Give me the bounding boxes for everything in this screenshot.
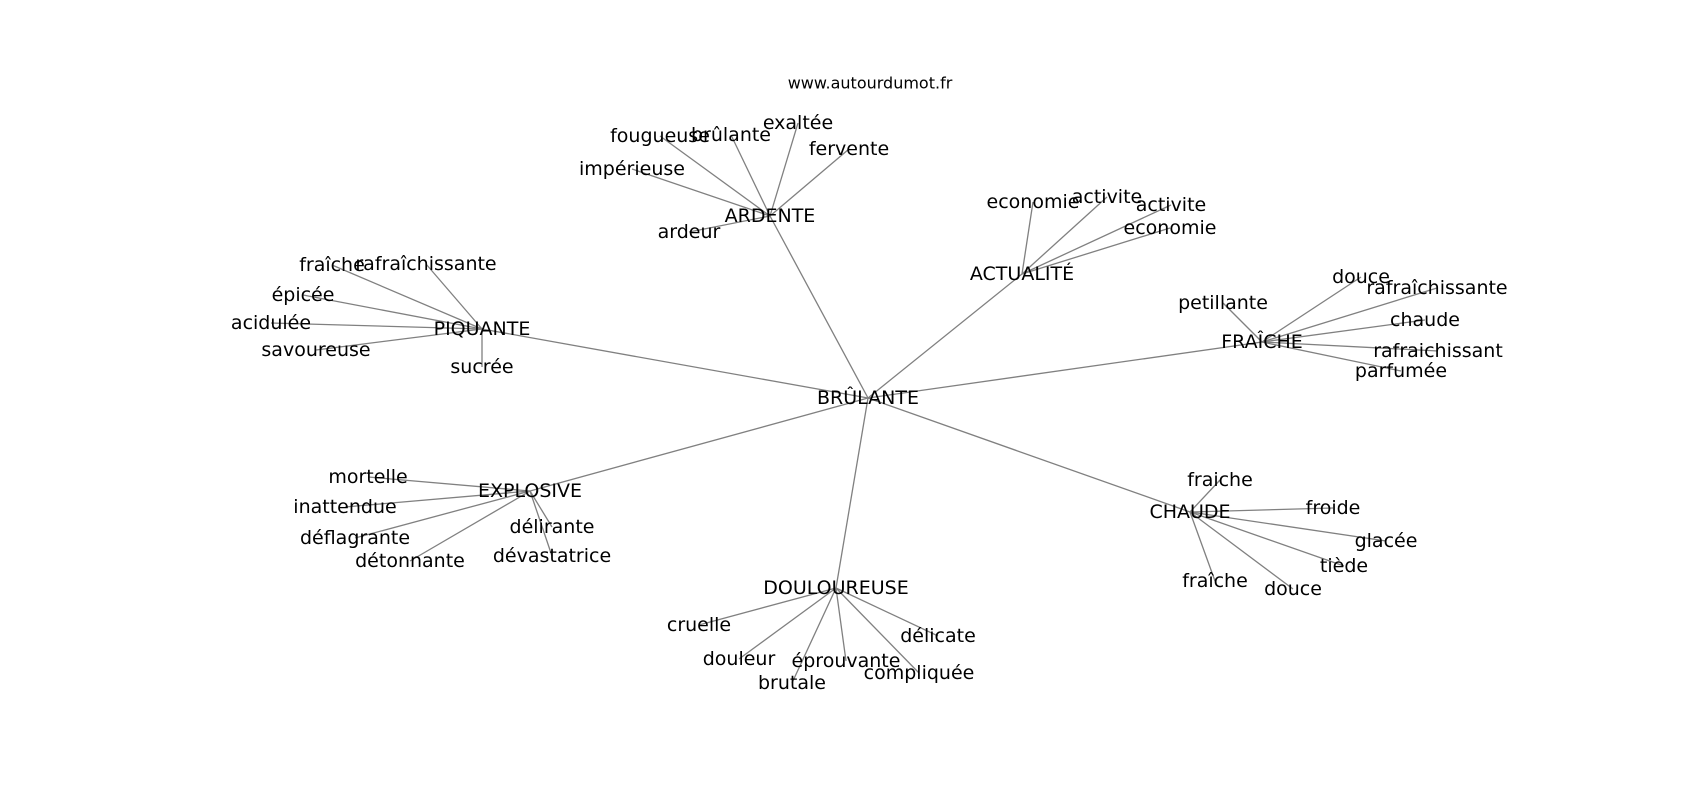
edge-hub-leaf (698, 587, 837, 626)
edge-hub-leaf (730, 134, 771, 217)
edge-root-hub (867, 273, 1023, 399)
leaf-word: fraiche (1187, 469, 1253, 491)
edge-hub-leaf (738, 587, 837, 660)
edge-hub-leaf (1261, 341, 1439, 352)
edge-hub-leaf (791, 587, 837, 684)
edge-hub-leaf (1021, 204, 1172, 275)
leaf-word: épicée (272, 284, 335, 306)
leaf-word: mortelle (328, 466, 407, 488)
edge-root-hub (769, 215, 869, 399)
hub-label: FRAÎCHE (1221, 330, 1303, 353)
edge-hub-leaf (1189, 511, 1345, 567)
leaf-word: savoureuse (261, 339, 370, 361)
leaf-word: economie (987, 191, 1080, 213)
edge-hub-leaf (529, 490, 553, 557)
leaf-word: compliquée (864, 662, 975, 684)
leaf-word: chaude (1390, 309, 1460, 331)
leaf-word: douce (1264, 578, 1322, 600)
edge-hub-leaf (1189, 511, 1216, 582)
hub-label: ARDENTE (725, 205, 816, 227)
edge-hub-leaf (367, 476, 531, 492)
leaf-word: fraîche (1182, 570, 1248, 592)
edge-root-hub (835, 397, 869, 589)
edge-hub-leaf (1189, 507, 1334, 513)
leaf-word: cruelle (667, 614, 731, 636)
hub-label: EXPLOSIVE (478, 480, 582, 502)
edge-hub-leaf (769, 148, 850, 217)
edge-hub-leaf (302, 294, 483, 330)
leaf-word: froide (1306, 497, 1361, 519)
edge-root-hub (867, 397, 1191, 513)
leaf-word: douleur (703, 648, 776, 670)
edge-hub-leaf (1261, 319, 1426, 343)
edge-root-hub (529, 397, 869, 492)
leaf-word: fervente (809, 138, 889, 160)
leaf-word: glacée (1355, 530, 1418, 552)
leaf-word: exaltée (763, 112, 833, 134)
leaf-word: activite (1072, 186, 1142, 208)
edge-hub-leaf (1189, 511, 1387, 542)
leaf-word: acidulée (231, 312, 311, 334)
leaf-word: inattendue (293, 496, 396, 518)
leaf-word: economie (1124, 217, 1217, 239)
leaf-word: petillante (1178, 292, 1268, 314)
leaf-word: brutale (758, 672, 826, 694)
leaf-word: rafraichissant (1373, 340, 1503, 362)
leaf-word: rafraîchissante (355, 253, 496, 275)
edge-root-hub (867, 341, 1263, 399)
edge-hub-leaf (409, 490, 531, 562)
leaf-word: tiède (1320, 555, 1368, 577)
hub-label: CHAUDE (1149, 501, 1230, 523)
leaf-word: fraîche (299, 254, 365, 276)
root-word: BRÛLANTE (817, 385, 919, 409)
edge-hub-leaf (631, 168, 771, 217)
edge-hub-leaf (1189, 511, 1294, 590)
edge-hub-leaf (529, 490, 553, 528)
hub-label: ACTUALITÉ (970, 262, 1074, 285)
edge-hub-leaf (769, 122, 799, 217)
edge-hub-leaf (1261, 341, 1402, 372)
leaf-word: dévastatrice (493, 545, 611, 567)
edge-hub-leaf (1021, 201, 1034, 275)
leaf-word: rafraîchissante (1366, 277, 1507, 299)
leaf-word: impérieuse (579, 158, 685, 180)
edge-hub-leaf (331, 264, 483, 330)
hub-label: PIQUANTE (434, 318, 531, 340)
edge-root-hub (481, 328, 869, 399)
leaf-word: éprouvante (792, 650, 901, 672)
leaf-word: parfumée (1355, 360, 1447, 382)
edge-hub-leaf (1021, 196, 1108, 275)
edge-hub-leaf (270, 322, 483, 330)
leaf-word: délicate (900, 625, 976, 647)
graph-edges (270, 122, 1439, 684)
leaf-word: délirante (510, 516, 595, 538)
edge-hub-leaf (835, 587, 939, 637)
edge-hub-leaf (354, 490, 531, 539)
edge-hub-leaf (835, 587, 920, 674)
edge-hub-leaf (1189, 479, 1221, 513)
leaf-word: ardeur (658, 221, 721, 243)
edge-hub-leaf (1021, 227, 1171, 275)
leaf-word: activite (1136, 194, 1206, 216)
edge-hub-leaf (835, 587, 847, 662)
edge-hub-leaf (1261, 287, 1438, 343)
edge-hub-leaf (688, 215, 771, 233)
edge-hub-leaf (344, 490, 531, 508)
edge-hub-leaf (1222, 302, 1263, 343)
edge-hub-leaf (1261, 276, 1362, 343)
site-url: www.autourdumot.fr (788, 74, 953, 93)
edge-hub-leaf (425, 263, 483, 330)
hub-label: DOULOUREUSE (763, 577, 908, 599)
leaf-word: douce (1332, 266, 1390, 288)
leaf-word: déflagrante (300, 527, 410, 549)
leaf-word: détonnante (355, 550, 465, 572)
edge-hub-leaf (659, 135, 771, 217)
leaf-word: fougueuse (610, 125, 710, 147)
leaf-word: sucrée (450, 356, 513, 378)
leaf-word: brûlante (691, 124, 771, 146)
edge-hub-leaf (315, 328, 483, 351)
